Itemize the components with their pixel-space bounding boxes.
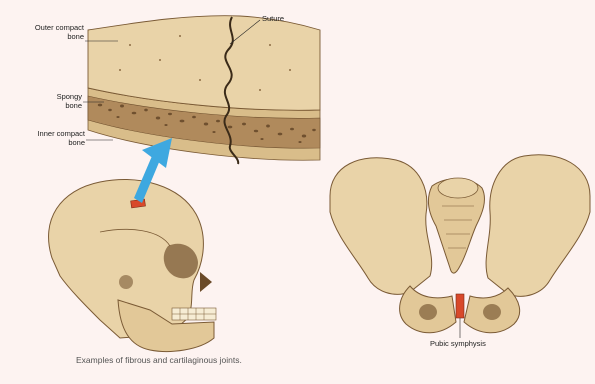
inner-compact-bone-label: Inner compact bone (4, 130, 85, 147)
skull (49, 180, 216, 352)
pelvis (330, 155, 590, 333)
bone-section (88, 16, 320, 164)
outer-compact-label-line2: bone (12, 33, 84, 42)
pubic-symphysis-label: Pubic symphysis (430, 340, 486, 349)
spongy-label-line2: bone (20, 102, 82, 111)
inner-compact-label-line2: bone (4, 139, 85, 148)
spongy-bone-label: Spongy bone (20, 93, 82, 110)
figure-caption: Examples of fibrous and cartilaginous jo… (76, 355, 242, 365)
outer-compact-bone-label: Outer compact bone (12, 24, 84, 41)
pubic-symphysis-marker (456, 294, 464, 318)
suture-label: Suture (262, 15, 284, 24)
